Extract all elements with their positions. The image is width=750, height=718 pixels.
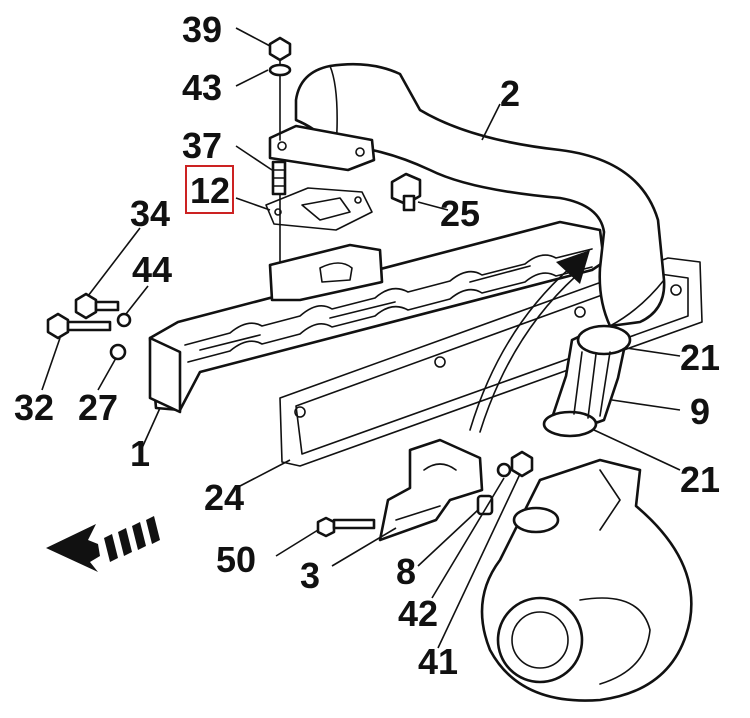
part-labels: 39 43 37 12 34 44 32 27 1 24 2 25 21 9 2…: [14, 9, 720, 682]
label-42: 42: [398, 593, 438, 634]
flex-pipe-assembly: [542, 324, 632, 438]
heat-shield-bracket: [378, 438, 484, 542]
manifold-gasket: [279, 257, 703, 467]
label-43: 43: [182, 67, 222, 108]
label-50: 50: [216, 539, 256, 580]
highlight-box-12: [185, 165, 234, 214]
manifold-bolts: [46, 292, 132, 361]
label-8: 8: [396, 551, 416, 592]
label-34: 34: [130, 193, 170, 234]
label-3: 3: [300, 555, 320, 596]
label-2: 2: [500, 73, 520, 114]
exhaust-manifold: [148, 220, 606, 414]
stud-bolt: [316, 516, 376, 538]
label-21-upper: 21: [680, 337, 720, 378]
label-1: 1: [130, 433, 150, 474]
nut-and-washer: [496, 450, 534, 478]
label-27: 27: [78, 387, 118, 428]
flange-gasket: [265, 187, 373, 231]
label-32: 32: [14, 387, 54, 428]
label-12: 12: [190, 170, 230, 211]
label-41: 41: [418, 641, 458, 682]
forward-arrow-icon: [46, 516, 160, 572]
label-25: 25: [440, 193, 480, 234]
label-44: 44: [132, 249, 172, 290]
label-9: 9: [690, 391, 710, 432]
turbocharger: [480, 458, 693, 702]
label-37: 37: [182, 125, 222, 166]
label-21-lower: 21: [680, 459, 720, 500]
stud-stack: [268, 36, 292, 263]
exhaust-pipe-elbow: [268, 62, 666, 328]
plug: [390, 172, 422, 212]
pin: [476, 494, 494, 516]
label-39: 39: [182, 9, 222, 50]
flow-arrow: [469, 250, 590, 433]
leader-lines: [41, 27, 681, 649]
label-24: 24: [204, 477, 244, 518]
